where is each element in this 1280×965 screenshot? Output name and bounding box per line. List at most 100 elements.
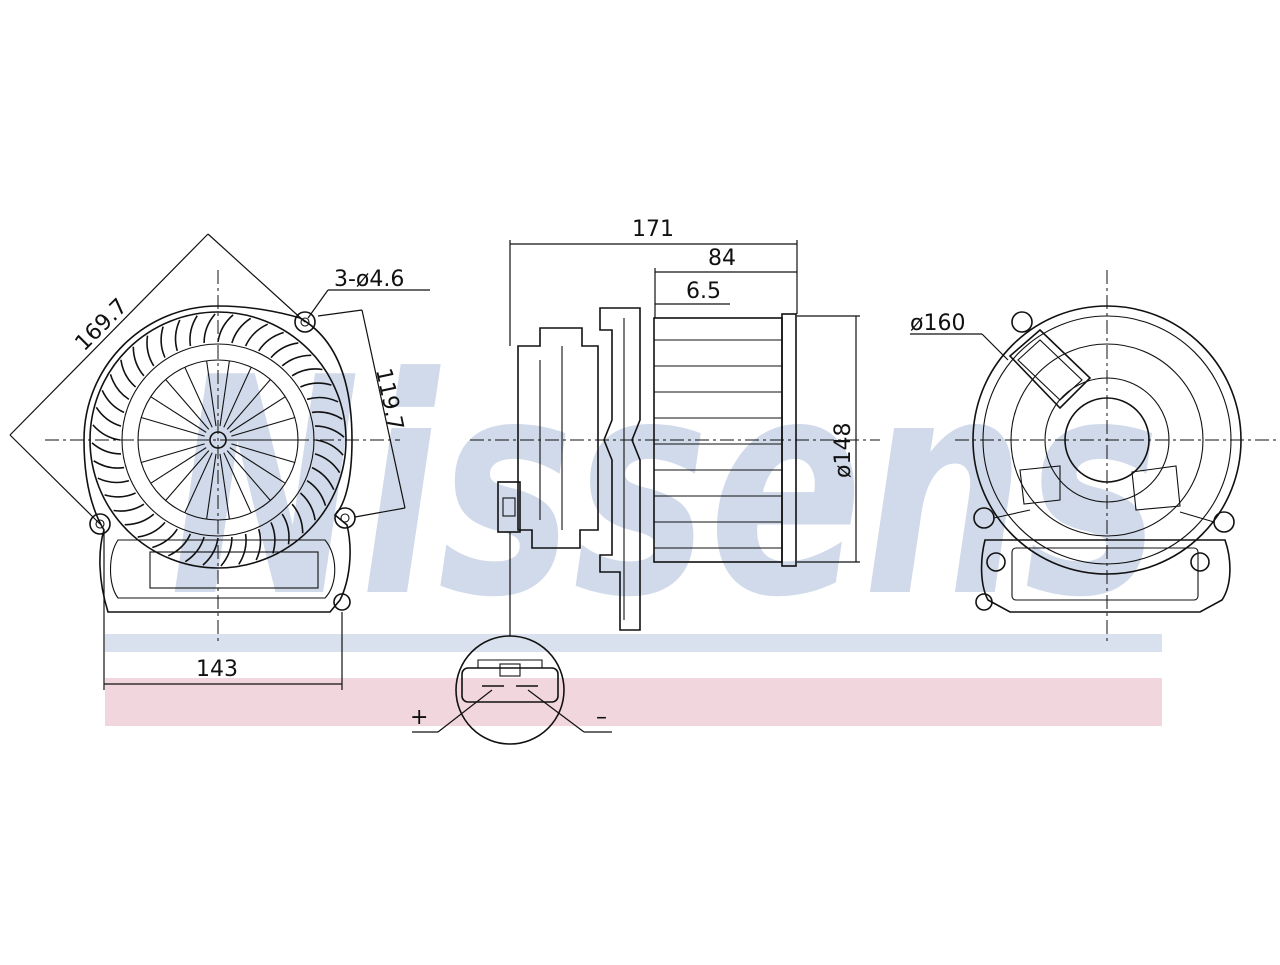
connector-detail-circle bbox=[455, 635, 565, 745]
rear-lug-lower-left bbox=[986, 552, 1006, 572]
fan-spoke bbox=[223, 366, 252, 428]
fan-blade bbox=[231, 317, 252, 344]
fan-spoke bbox=[150, 396, 207, 433]
side-view: 171 84 6.5 ø148 bbox=[470, 217, 880, 636]
mount-lug-top bbox=[294, 311, 316, 333]
connector-detail: + – bbox=[410, 635, 612, 745]
side-fan-ribs bbox=[654, 339, 782, 549]
rear-strut-link-right bbox=[1179, 511, 1215, 523]
rear-strut-right bbox=[1131, 465, 1181, 511]
fan-wheel-inner bbox=[121, 343, 315, 537]
rear-lower-frame bbox=[980, 539, 1231, 613]
fan-shaft bbox=[209, 431, 227, 449]
dim-171-label: 171 bbox=[632, 217, 674, 242]
side-fan-rim bbox=[781, 313, 797, 567]
rear-lug-lower-right bbox=[1190, 552, 1210, 572]
fan-blade bbox=[184, 536, 205, 563]
fan-blade bbox=[95, 406, 122, 427]
connector-detail-top bbox=[477, 659, 543, 668]
rear-outer-ring bbox=[972, 305, 1242, 575]
fan-blade bbox=[314, 425, 345, 438]
rear-connector-housing bbox=[1008, 328, 1092, 410]
dim-diagonal-label: 169.7 bbox=[71, 294, 133, 356]
fan-spokes bbox=[138, 360, 298, 520]
side-connector-plug bbox=[497, 481, 521, 533]
fan-blade bbox=[315, 439, 344, 456]
dim-boltspan-line bbox=[361, 309, 406, 509]
fan-blade bbox=[189, 315, 198, 347]
fan-blade bbox=[92, 424, 121, 441]
connector-plus-label: + bbox=[410, 705, 428, 730]
fan-blade bbox=[270, 522, 276, 554]
fan-blade bbox=[217, 314, 234, 343]
fan-blade bbox=[113, 503, 145, 512]
fan-spoke bbox=[206, 360, 217, 427]
front-lower-frame bbox=[110, 539, 336, 599]
fan-blade bbox=[306, 396, 339, 403]
fan-wheel-outer bbox=[89, 311, 347, 569]
fan-spoke bbox=[219, 360, 230, 427]
fan-blade bbox=[93, 460, 125, 469]
fan-blade bbox=[91, 442, 122, 455]
side-connector-pin bbox=[502, 497, 516, 517]
mount-hole-left bbox=[95, 519, 105, 529]
dim-boltspan-ext-bottom bbox=[354, 507, 406, 518]
fan-blade bbox=[281, 354, 312, 367]
fan-blade bbox=[311, 466, 335, 491]
dim-boltspan-ext-top bbox=[317, 309, 363, 317]
rear-strut-left bbox=[1019, 465, 1061, 505]
fan-blade bbox=[101, 389, 125, 414]
fan-blade bbox=[291, 503, 304, 534]
fan-spoke bbox=[219, 453, 230, 520]
fan-blade bbox=[174, 319, 181, 352]
connector-plus-leader bbox=[437, 689, 493, 733]
fan-blade bbox=[132, 346, 145, 377]
fan-blade bbox=[306, 480, 327, 506]
dim-diagonal-ext-top bbox=[207, 233, 306, 323]
fan-blade bbox=[203, 313, 216, 344]
mount-hole-top bbox=[300, 317, 310, 327]
dim-65-label: 6.5 bbox=[686, 279, 721, 304]
fan-spoke bbox=[165, 450, 210, 501]
fan-blade bbox=[120, 359, 137, 388]
fan-blade bbox=[152, 528, 178, 549]
fan-blade bbox=[167, 533, 192, 557]
fan-blade bbox=[258, 331, 284, 352]
fan-blade bbox=[104, 492, 136, 498]
front-lower-window bbox=[149, 551, 319, 589]
front-housing-outline bbox=[83, 305, 353, 613]
rear-motor-cap bbox=[1064, 397, 1150, 483]
rear-strut-link-left bbox=[993, 509, 1031, 519]
dim-diagonal-line bbox=[9, 233, 209, 436]
fan-spoke bbox=[229, 396, 286, 433]
side-motor-body bbox=[517, 327, 599, 549]
fan-blade bbox=[291, 368, 323, 377]
rear-mid-ring bbox=[1010, 343, 1204, 537]
dim-160-label: ø160 bbox=[910, 311, 965, 336]
connector-minus-leader bbox=[527, 689, 585, 733]
mount-lug-right bbox=[334, 507, 356, 529]
fan-blade bbox=[314, 453, 341, 474]
watermark-band-bottom bbox=[105, 678, 1162, 726]
fan-blade bbox=[244, 323, 269, 347]
fan-blade bbox=[109, 374, 130, 400]
dim-148-label: ø148 bbox=[831, 423, 856, 478]
dim-84-label: 84 bbox=[708, 246, 736, 271]
fan-blade bbox=[300, 382, 332, 388]
side-flange-plate bbox=[599, 307, 641, 631]
fan-spoke bbox=[229, 447, 286, 484]
fan-spoke bbox=[231, 443, 295, 464]
rear-lower-window bbox=[1011, 547, 1199, 601]
rear-connector-inner bbox=[1017, 339, 1083, 401]
fan-blade bbox=[124, 513, 155, 526]
fan-blade bbox=[299, 492, 316, 521]
fan-blade bbox=[220, 536, 233, 567]
fan-spoke bbox=[226, 379, 271, 430]
fan-blade bbox=[160, 326, 166, 358]
fan-spoke bbox=[184, 366, 213, 428]
fan-blade bbox=[146, 335, 155, 367]
rear-view: ø160 bbox=[910, 270, 1278, 645]
fan-blade bbox=[202, 537, 219, 566]
